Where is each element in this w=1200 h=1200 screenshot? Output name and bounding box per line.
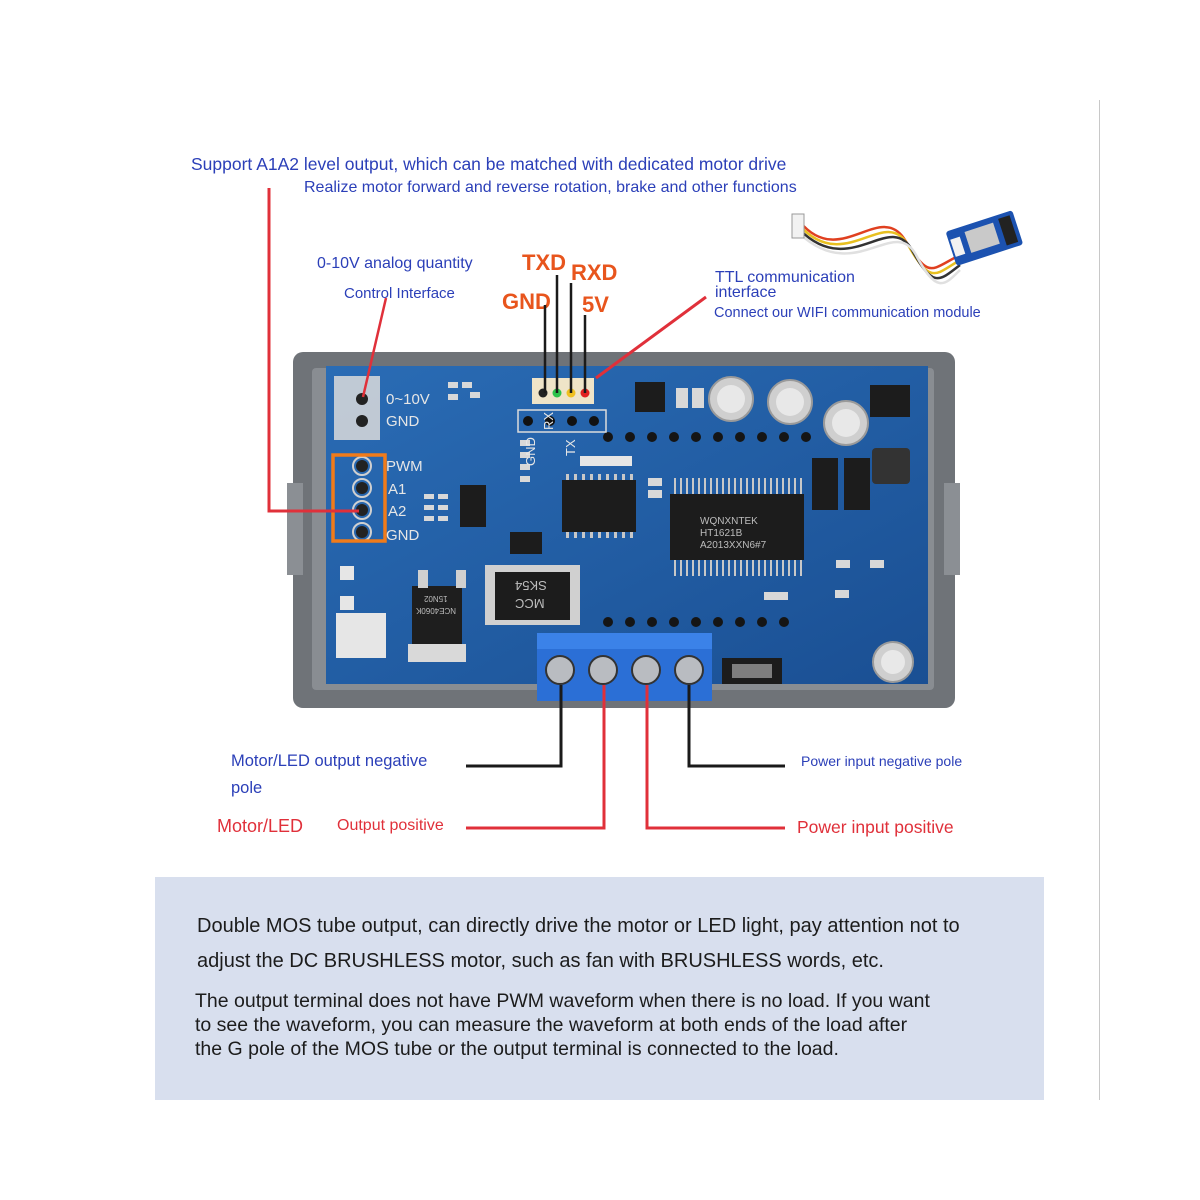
power-neg-label: Power input negative pole bbox=[801, 753, 963, 769]
pcb-gnd2-label: GND bbox=[386, 527, 420, 544]
pcb-rx-label: RX bbox=[541, 411, 556, 430]
forward-reverse-label: Realize motor forward and reverse rotati… bbox=[304, 179, 797, 196]
pcb-gnd3-label: GND bbox=[523, 437, 538, 466]
right-divider bbox=[1099, 100, 1100, 1100]
pcb-0-10v-label: 0~10V bbox=[386, 391, 430, 408]
diode-sk54-label: SK54 bbox=[515, 578, 547, 593]
note-2-line-3: the G pole of the MOS tube or the output… bbox=[195, 1038, 839, 1060]
gnd-pin-label: GND bbox=[502, 289, 551, 314]
capacitors bbox=[708, 376, 914, 683]
rxd-pin-label: RXD bbox=[571, 260, 618, 285]
wifi-module bbox=[791, 210, 1023, 285]
motor-led-label: Motor/LED bbox=[217, 816, 304, 836]
mos-model2-label: 15N02 bbox=[424, 594, 448, 603]
ttl-label-1: TTL communication bbox=[715, 269, 855, 286]
notes-panel: Double MOS tube output, can directly dri… bbox=[155, 877, 1044, 1100]
pcb-a2-label: A2 bbox=[388, 503, 407, 520]
analog-label: 0-10V analog quantity bbox=[317, 255, 473, 272]
pcb-a1-label: A1 bbox=[388, 481, 407, 498]
power-pos-label: Power input positive bbox=[797, 817, 954, 837]
note-2-line-2: to see the waveform, you can measure the… bbox=[195, 1014, 908, 1036]
5v-pin-label: 5V bbox=[582, 292, 609, 317]
note-1-line-1: Double MOS tube output, can directly dri… bbox=[197, 915, 960, 937]
terminal-screws bbox=[545, 655, 704, 685]
output-positive-label: Output positive bbox=[337, 817, 444, 834]
callout-lines bbox=[267, 188, 785, 830]
wifi-module-label: Connect our WIFI communication module bbox=[714, 305, 981, 321]
note-2-line-1: The output terminal does not have PWM wa… bbox=[195, 990, 930, 1012]
ht1621b-chip bbox=[670, 494, 804, 560]
pcb-tx-label: TX bbox=[563, 439, 578, 456]
ttl-label-2: interface bbox=[715, 284, 777, 301]
diode-brand-label: MCC bbox=[515, 596, 545, 611]
motor-neg-label-2: pole bbox=[231, 779, 263, 797]
pcb-pwm-label: PWM bbox=[386, 458, 423, 475]
chip-brand-label: WQNXNTEK bbox=[700, 516, 758, 527]
a1a2-header-highlight bbox=[331, 453, 387, 543]
analog-interface-label: Control Interface bbox=[344, 285, 455, 302]
chip-batch-label: A2013XXN6#7 bbox=[700, 540, 767, 551]
note-1-line-2: adjust the DC BRUSHLESS motor, such as f… bbox=[197, 950, 884, 972]
chip-model-label: HT1621B bbox=[700, 528, 743, 539]
mos-model-label: NCE4060K bbox=[416, 606, 457, 615]
a1a2-support-label: Support A1A2 level output, which can be … bbox=[191, 154, 787, 174]
txd-pin-label: TXD bbox=[522, 250, 566, 275]
motor-neg-label-1: Motor/LED output negative bbox=[231, 752, 428, 770]
pcb-gnd-label: GND bbox=[386, 413, 420, 430]
